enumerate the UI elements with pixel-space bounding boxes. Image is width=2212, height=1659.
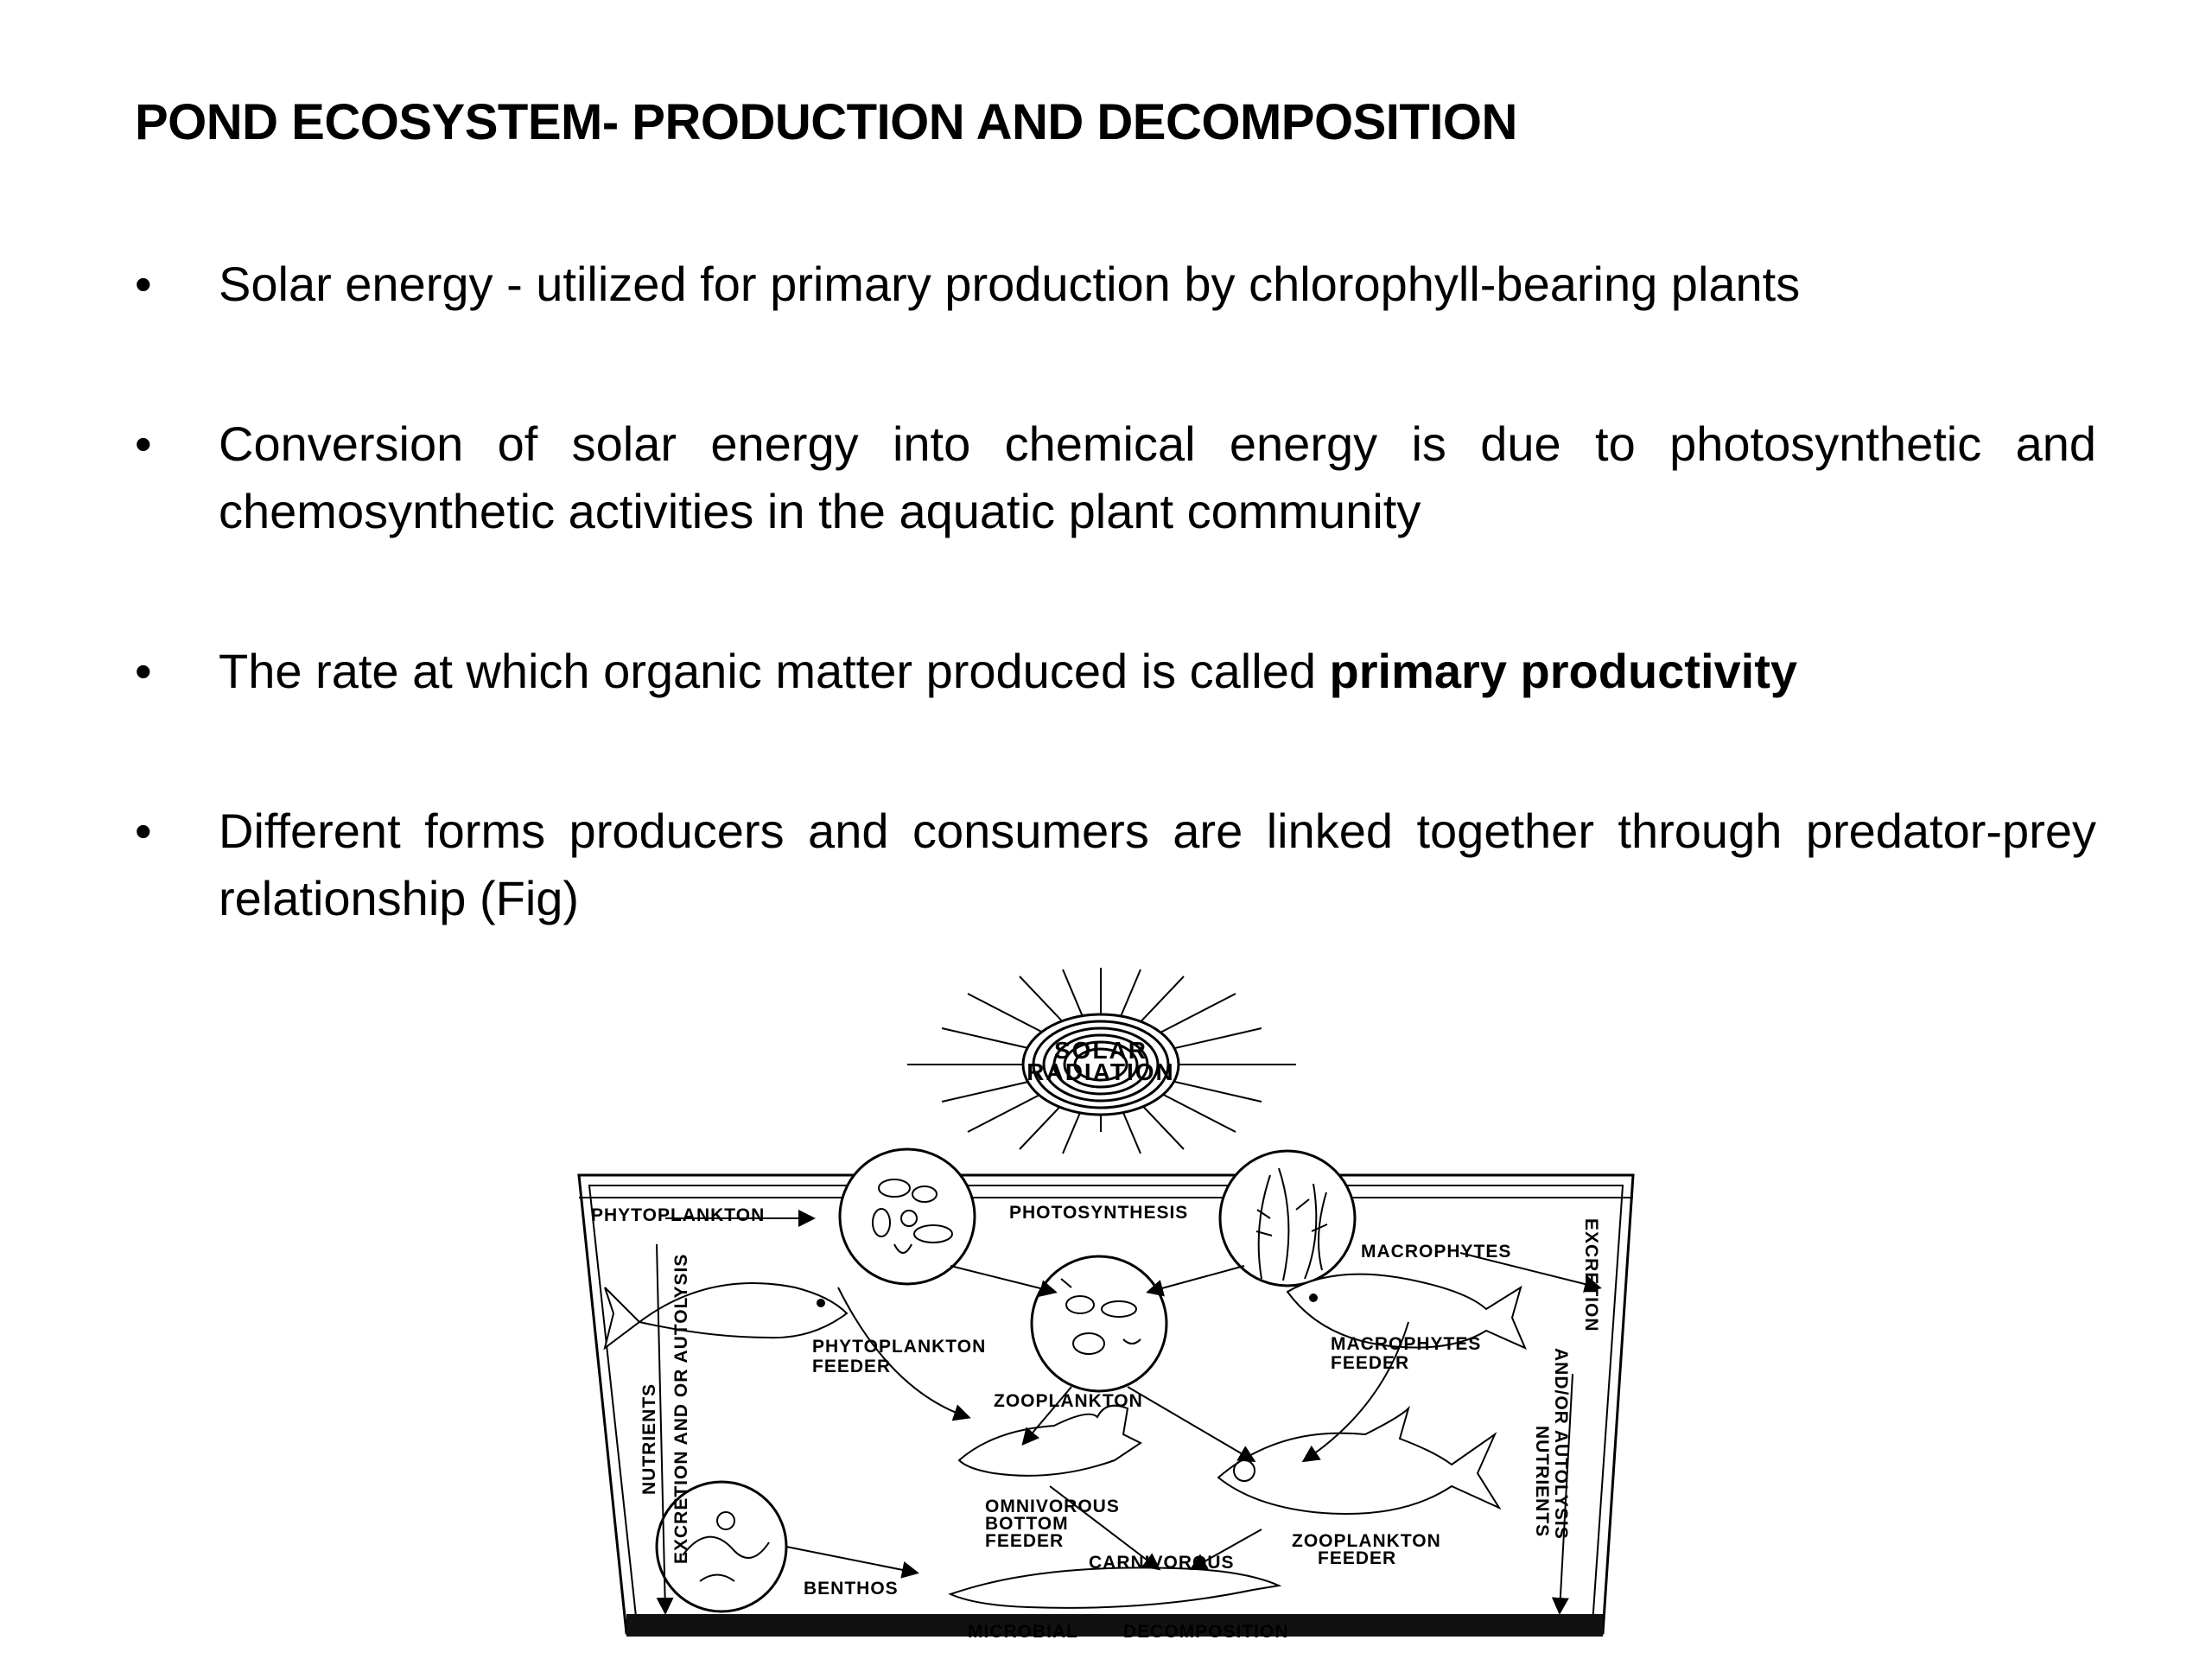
bullet-icon: • [135,804,152,858]
label-zooplankton-feeder-1: ZOOPLANKTON [1292,1531,1441,1551]
carnivorous-fish-icon [948,1567,1282,1609]
bullet-list: • Solar energy - utilized for primary pr… [135,251,2096,1025]
phytoplankton-feeder-fish-icon [603,1282,849,1351]
label-phytoplankton-feeder-1: PHYTOPLANKTON [812,1337,986,1357]
sun-icon [1021,1013,1180,1116]
pond-ecosystem-diagram: SOLAR RADIATION [577,968,1635,1642]
bullet-item: • Solar energy - utilized for primary pr… [135,251,2096,318]
bullet-text: Conversion of solar energy into chemical… [219,416,2096,538]
pond-sediment [626,1614,1603,1637]
label-left-excretion: EXCRETION AND OR AUTOLYSIS [671,1254,691,1564]
bullet-text: The rate at which organic matter produce… [219,644,1330,698]
slide-title: POND ECOSYSTEM- PRODUCTION AND DECOMPOSI… [135,94,1517,150]
label-macrophytes: MACROPHYTES [1361,1242,1511,1262]
label-microbial: MICROBIAL [968,1622,1078,1642]
label-right-nutrients: NUTRIENTS [1532,1426,1552,1537]
label-zooplankton: ZOOPLANKTON [994,1391,1143,1411]
bullet-icon: • [135,416,152,471]
bullet-text: Different forms producers and consumers … [219,804,2096,925]
label-photosynthesis: PHOTOSYNTHESIS [1009,1203,1188,1223]
label-macrophytes-feeder-2: FEEDER [1331,1353,1409,1373]
label-phytoplankton-feeder-2: FEEDER [812,1357,891,1376]
food-web-arrows [656,1210,1602,1615]
label-phytoplankton: PHYTOPLANKTON [591,1205,765,1225]
label-omnivorous-3: FEEDER [985,1531,1064,1551]
label-macrophytes-feeder-1: MACROPHYTES [1331,1334,1481,1354]
label-omnivorous-1: OMNIVOROUS [985,1497,1120,1516]
sun-label-solar: SOLAR [1054,1037,1147,1064]
bullet-bold-text: primary productivity [1329,644,1798,698]
phytoplankton-organisms-icon [872,1179,953,1254]
pond-ecosystem-figure: SOLAR RADIATION [553,959,1659,1650]
label-right-excretion: EXCRETION [1581,1218,1601,1332]
label-decomposition: DECOMPOSITION [1123,1622,1289,1642]
zooplankton-organisms-icon [1060,1278,1141,1355]
bullet-icon: • [135,644,152,698]
macrophytes-plants-icon [1255,1167,1328,1281]
macrophytes-circle [1218,1149,1357,1287]
benthos-organisms-icon [682,1511,770,1582]
bullet-icon: • [135,257,152,311]
label-omnivorous-2: BOTTOM [985,1514,1069,1534]
bullet-text: Solar energy - utilized for primary prod… [219,257,1801,311]
label-carnivorous: CARNIVOROUS [1089,1553,1235,1573]
phytoplankton-circle [838,1147,976,1286]
zooplankton-feeder-fish-icon [1217,1405,1502,1515]
sun-label-radiation: RADIATION [1027,1058,1174,1085]
label-right-autolysis: AND/OR AUTOLYSIS [1551,1348,1571,1540]
macrophytes-feeder-fish-icon [1286,1273,1527,1350]
label-left-nutrients: NUTRIENTS [639,1383,659,1495]
bullet-item: • Different forms producers and consumer… [135,798,2096,932]
bullet-item: • The rate at which organic matter produ… [135,638,2096,705]
label-benthos: BENTHOS [804,1579,899,1599]
zooplankton-circle [1030,1255,1168,1393]
label-zooplankton-feeder-2: FEEDER [1318,1548,1396,1568]
bullet-item: • Conversion of solar energy into chemic… [135,410,2096,545]
omnivorous-bottom-feeder-fish-icon [957,1404,1142,1477]
